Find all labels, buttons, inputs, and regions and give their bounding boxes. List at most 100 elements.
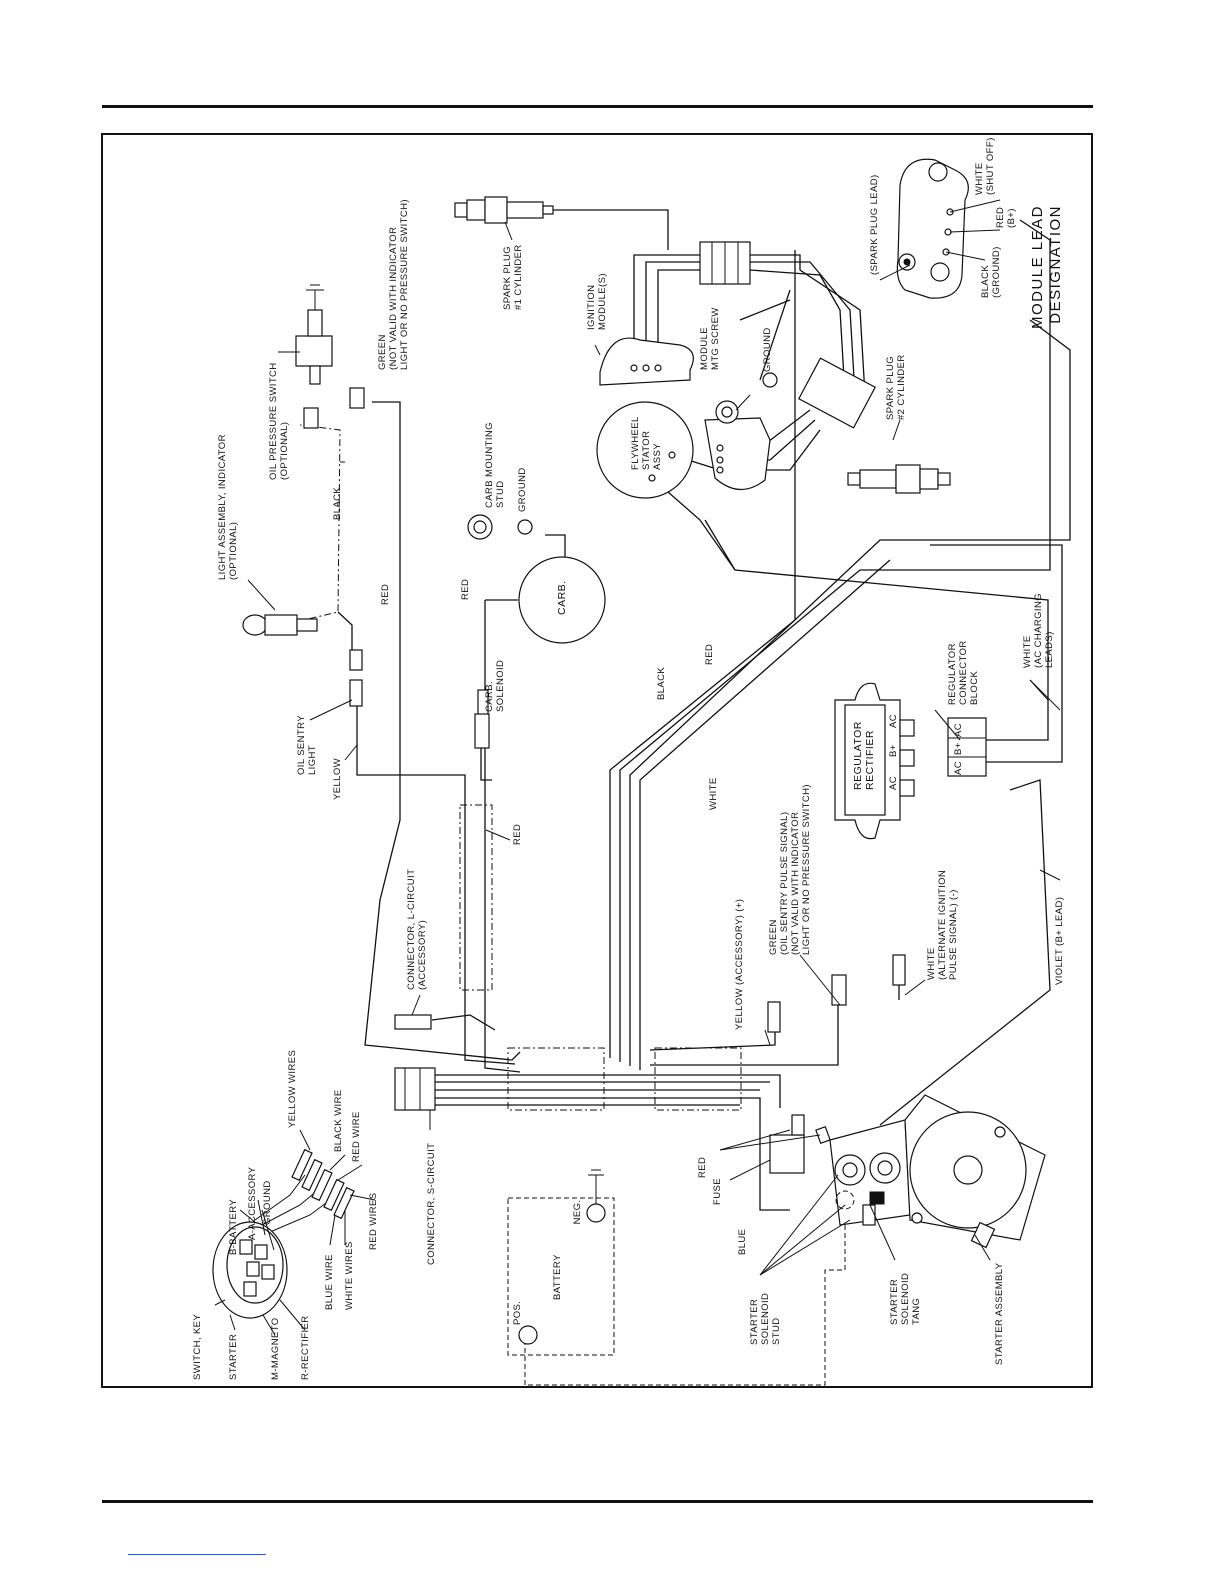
label-reg-connector-3: BLOCK: [969, 671, 980, 705]
label-reg-bplus: B+: [888, 744, 899, 757]
oil-sentry-light: [349, 679, 363, 707]
label-starter-solenoid-tang: STARTER: [889, 1279, 900, 1325]
label-red-b-2: (B+): [1006, 208, 1017, 228]
header-rule: [102, 105, 1093, 108]
label-black-wire: BLACK WIRE: [333, 1089, 344, 1152]
label-green-top: GREEN: [377, 334, 388, 370]
label-red-b: RED: [995, 207, 1006, 228]
fuse: [769, 1134, 805, 1174]
green-terminal: [349, 387, 365, 409]
label-red-fuse: RED: [697, 1157, 708, 1178]
label-oil-sentry-light: LIGHT: [307, 745, 318, 775]
label-violet-b-lead: VIOLET (B+ LEAD): [1054, 897, 1065, 985]
regulator-connector-block: [947, 717, 987, 777]
label-starter-solenoid-stud: STARTER: [749, 1299, 760, 1345]
spark-plug-1: [454, 196, 554, 224]
footer-rule: [102, 1500, 1093, 1503]
label-connector-l: CONNECTOR, L-CIRCUIT: [406, 869, 417, 990]
label-light-assembly: LIGHT ASSEMBLY, INDICATOR: [217, 434, 228, 580]
label-green-oil-sentry-4: LIGHT OR NO PRESSURE SWITCH): [801, 784, 812, 955]
label-stator: STATOR: [641, 431, 652, 470]
label-black-ground-2: (GROUND): [991, 246, 1002, 298]
label-rectifier: RECTIFIER: [864, 730, 876, 790]
label-red-wire: RED WIRE: [351, 1111, 362, 1162]
label-white-ac: WHITE: [1022, 635, 1033, 668]
connector-l-circuit: [394, 1014, 432, 1030]
yellow-accessory-terminal: [767, 1001, 781, 1033]
label-green-oil-sentry: GREEN: [768, 919, 779, 955]
label-starter-switch: STARTER: [228, 1334, 239, 1380]
label-red-connector: RED: [512, 824, 523, 845]
label-block-bplus: B+: [953, 742, 964, 755]
label-connector-s: CONNECTOR, S-CIRCUIT: [426, 1143, 437, 1265]
label-reg-ac-2: AC: [888, 714, 899, 728]
label-module-mtg: MODULE: [699, 327, 710, 370]
label-black-main: BLACK: [656, 667, 667, 700]
label-connector-l-accessory: (ACCESSORY): [417, 920, 428, 990]
label-white-alternate-3: PULSE SIGNAL) (-): [948, 889, 959, 980]
label-green-oil-sentry-2: (OIL SENTRY PULSE SIGNAL): [779, 812, 790, 955]
battery: [507, 1197, 615, 1356]
oil-pressure-switch: [295, 284, 333, 385]
label-white-alternate-2: (ALTERNATE IGNITION: [937, 870, 948, 980]
starter-assembly: [904, 1094, 1046, 1249]
label-block-ac-1: AC: [953, 761, 964, 775]
label-spark-plug-2b: #2 CYLINDER: [896, 354, 907, 420]
label-reg-connector-2: CONNECTOR: [958, 640, 969, 705]
label-starter-solenoid-tang-2: SOLENOID: [900, 1273, 911, 1325]
light-terminal: [349, 649, 363, 671]
label-flywheel: FLYWHEEL: [630, 416, 641, 470]
label-light-optional: (OPTIONAL): [228, 522, 239, 580]
label-red-carb: RED: [460, 579, 471, 600]
ignition-module-2: [704, 417, 771, 491]
label-blue-wire: BLUE WIRE: [324, 1254, 335, 1310]
label-yellow-light: YELLOW: [332, 758, 343, 800]
label-white-ac-2: (AC CHARGING: [1033, 593, 1044, 668]
label-white-alternate: WHITE: [926, 947, 937, 980]
label-spark-plug-1: SPARK PLUG: [502, 246, 513, 310]
red-lead-terminal: [474, 713, 490, 749]
label-black-light: BLACK: [332, 487, 343, 520]
label-oil-sentry: OIL SENTRY: [296, 715, 307, 775]
key-switch: [212, 1221, 288, 1319]
label-b-battery: B-BATTERY: [228, 1199, 239, 1255]
oil-switch-terminal: [303, 407, 319, 429]
module-lead-designation-illustration: [896, 158, 969, 299]
label-neg: NEG.: [572, 1200, 583, 1225]
label-fuse: FUSE: [712, 1178, 723, 1205]
footer-link-underline[interactable]: [128, 1554, 266, 1555]
label-red-light: RED: [380, 584, 391, 605]
label-spark-plug-1b: #1 CYLINDER: [513, 244, 524, 310]
harness-box-left: [507, 1047, 605, 1111]
ignition-module-1: [599, 337, 694, 386]
label-a-accessory: A-ACCESSORY: [247, 1166, 258, 1240]
label-module-lead: MODULE LEAD: [1029, 205, 1046, 329]
label-ignition: IGNITION: [586, 285, 597, 330]
label-starter-solenoid-stud-2: SOLENOID: [760, 1293, 771, 1345]
label-carb-stud: STUD: [495, 481, 506, 508]
carb-ground-ring: [517, 519, 533, 535]
harness-box-l-circuit: [459, 804, 493, 991]
white-alternate-terminal: [892, 954, 906, 986]
label-white-shutoff-2: (SHUT OFF): [985, 137, 996, 195]
label-white-main: WHITE: [708, 777, 719, 810]
label-carb-solenoid-b: SOLENOID: [495, 660, 506, 712]
regulator-rectifier: [834, 682, 915, 840]
label-pos: POS.: [512, 1301, 523, 1325]
label-spark-plug-lead: (SPARK PLUG LEAD): [869, 174, 880, 275]
diagram-frame: [101, 133, 1093, 1388]
connector-s-circuit: [394, 1067, 436, 1111]
label-oil-pressure-switch: OIL PRESSURE SWITCH: [268, 362, 279, 480]
label-black-ground: BLACK: [980, 265, 991, 298]
green-oil-sentry-terminal: [831, 974, 847, 1006]
label-modules: MODULE(S): [597, 273, 608, 330]
label-white-ac-3: LEADS): [1044, 631, 1055, 668]
label-yellow-wires: YELLOW WIRES: [287, 1050, 298, 1128]
label-r-rectifier: R-RECTIFIER: [300, 1315, 311, 1380]
starter-solenoid: [815, 1119, 911, 1226]
label-green-top-3: LIGHT OR NO PRESSURE SWITCH): [399, 199, 410, 370]
label-ground-carb: GROUND: [517, 467, 528, 512]
light-assembly-indicator: [242, 614, 318, 636]
label-reg-connector: REGULATOR: [947, 643, 958, 705]
